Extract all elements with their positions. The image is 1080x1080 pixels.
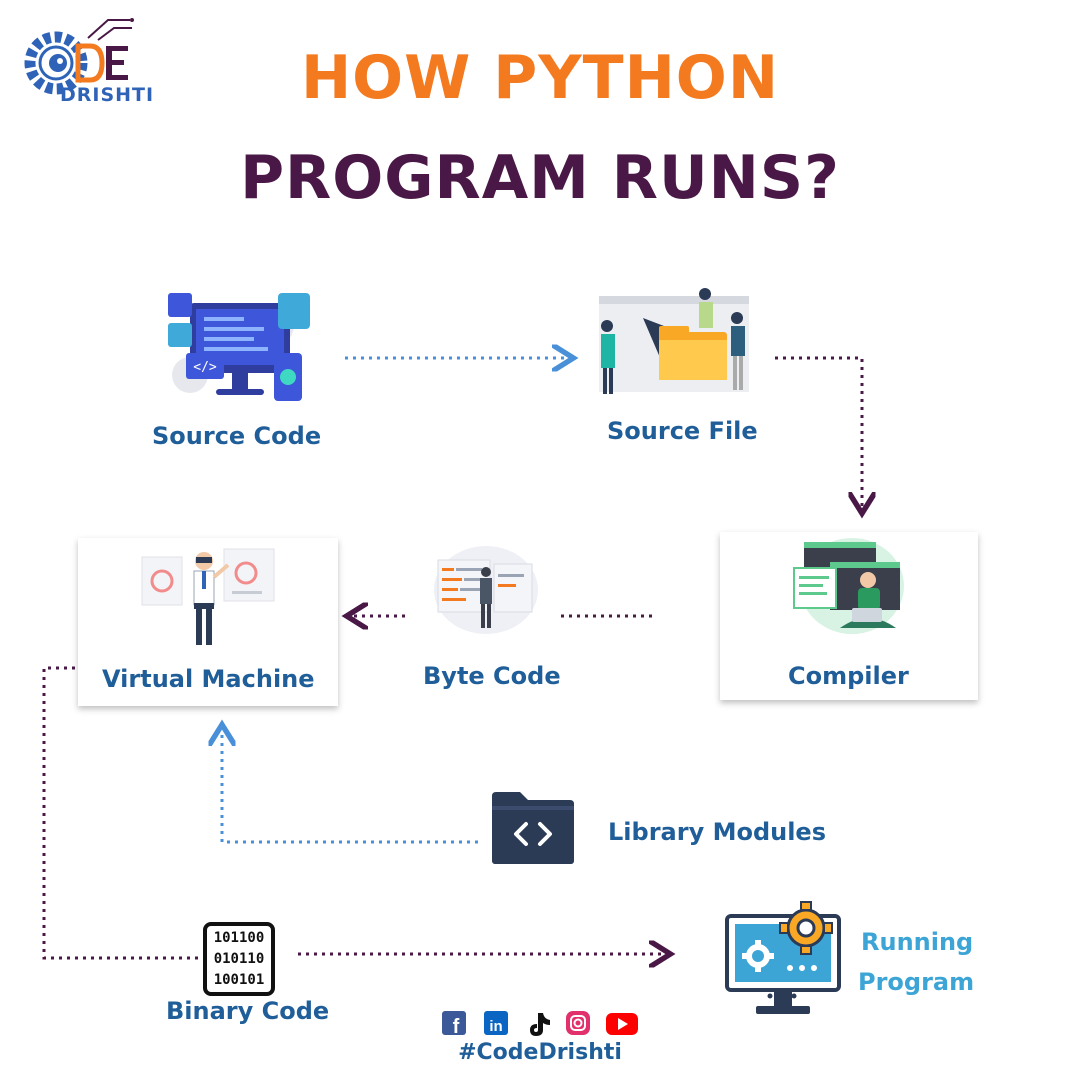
library-modules-label: Library Modules bbox=[608, 818, 826, 846]
binary-row-2: 010110 bbox=[213, 951, 265, 967]
brand-logo bbox=[18, 8, 158, 108]
compiler-label: Compiler bbox=[788, 662, 909, 690]
title-line-1: HOW PYTHON bbox=[300, 43, 780, 113]
binary-row-3: 100101 bbox=[213, 972, 265, 988]
youtube-icon bbox=[606, 1013, 638, 1035]
arrow-library-to-vm bbox=[222, 730, 478, 844]
title-line-2: PROGRAM RUNS? bbox=[240, 143, 840, 213]
binary-code-icon: 101100 010110 100101 bbox=[203, 922, 275, 996]
library-folder-icon bbox=[492, 792, 574, 864]
binary-row-1: 101100 bbox=[213, 930, 265, 946]
virtual-machine-label: Virtual Machine bbox=[102, 665, 315, 693]
source-code-illustration: </> bbox=[160, 285, 320, 410]
compiler-illustration bbox=[790, 528, 910, 640]
arrow-vm-to-binary bbox=[42, 666, 198, 960]
tiktok-icon bbox=[530, 1013, 550, 1036]
source-code-label: Source Code bbox=[152, 422, 322, 450]
brand-name: DRISHTI bbox=[60, 84, 155, 106]
svg-text:</>: </> bbox=[193, 360, 217, 375]
hashtag: #CodeDrishti bbox=[458, 1040, 622, 1065]
byte-code-illustration bbox=[430, 540, 540, 635]
virtual-machine-illustration bbox=[138, 543, 278, 651]
svg-text:in: in bbox=[489, 1018, 502, 1035]
byte-code-label: Byte Code bbox=[423, 662, 561, 690]
running-program-label-line-1: Running bbox=[861, 928, 974, 956]
running-program-monitor-icon bbox=[724, 900, 846, 1018]
instagram-icon bbox=[566, 1011, 590, 1035]
svg-text:f: f bbox=[453, 1016, 460, 1038]
arrow-source-file-to-compiler bbox=[775, 356, 862, 508]
binary-code-label: Binary Code bbox=[166, 997, 330, 1025]
running-program-label-line-2: Program bbox=[858, 968, 975, 996]
facebook-icon: f bbox=[442, 1011, 466, 1038]
linkedin-icon: in bbox=[484, 1011, 508, 1035]
social-icons: f in bbox=[440, 1008, 640, 1038]
source-file-label: Source File bbox=[607, 417, 758, 445]
source-file-illustration bbox=[585, 282, 760, 402]
